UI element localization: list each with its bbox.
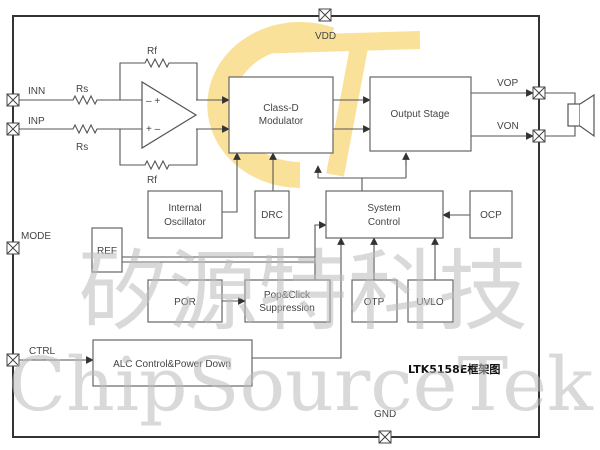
rs-top-label: Rs	[76, 84, 88, 95]
diagram-caption: LTK5158E框架图	[408, 362, 500, 376]
vdd-label: VDD	[315, 31, 336, 42]
inn-label: INN	[28, 86, 45, 97]
alc-label: ALC Control&Power Down	[113, 359, 231, 370]
pop-label-2: Suppression	[259, 303, 315, 314]
inp-label: INP	[28, 116, 45, 127]
classd-modulator-block	[228, 76, 334, 154]
pop-click-block	[244, 279, 331, 323]
ocp-label: OCP	[480, 210, 502, 221]
watermark-cn: 矽源特科技	[78, 240, 528, 343]
classd-label-1: Class-D	[263, 103, 299, 114]
signal-wires	[19, 89, 576, 364]
osc-label-2: Oscillator	[164, 217, 206, 228]
sys-label-1: System	[367, 203, 400, 214]
osc-label-1: Internal	[168, 203, 201, 214]
uvlo-block	[407, 279, 454, 323]
inn-pin	[6, 93, 20, 107]
uvlo-label: UVLO	[416, 297, 443, 308]
internal-oscillator-block	[147, 190, 223, 239]
rs-bottom-label: Rs	[76, 142, 88, 153]
input-network: – + + –	[19, 57, 198, 171]
ocp-block	[469, 190, 513, 239]
por-block	[147, 279, 223, 323]
sys-label-2: Control	[368, 217, 400, 228]
mode-pin	[6, 241, 20, 255]
system-control-block	[325, 190, 444, 239]
amplifier-triangle	[141, 80, 198, 150]
vop-label: VOP	[497, 78, 518, 89]
rf-top-label: Rf	[147, 46, 157, 57]
output-stage-label: Output Stage	[391, 109, 450, 120]
ref-block	[91, 227, 123, 273]
von-pin	[532, 129, 546, 143]
por-label: POR	[174, 297, 196, 308]
pop-label-1: Pop&Click	[264, 290, 311, 301]
otp-label: OTP	[364, 297, 385, 308]
svg-text:– +: – +	[146, 96, 160, 107]
mode-label: MODE	[21, 231, 51, 242]
gnd-label: GND	[374, 409, 396, 420]
chip-boundary	[12, 15, 540, 438]
vdd-pin	[318, 8, 332, 22]
von-label: VON	[497, 121, 519, 132]
otp-block	[351, 279, 398, 323]
rf-bottom-label: Rf	[147, 175, 157, 186]
svg-text:+ –: + –	[146, 124, 161, 135]
vop-pin	[532, 86, 546, 100]
ctrl-label: CTRL	[29, 346, 56, 357]
inp-pin	[6, 122, 20, 136]
gnd-pin	[378, 430, 392, 444]
drc-label: DRC	[261, 210, 283, 221]
output-stage-block	[369, 76, 472, 152]
ref-label: REF	[97, 246, 117, 257]
alc-block	[92, 339, 253, 387]
classd-label-2: Modulator	[259, 116, 304, 127]
speaker-icon	[567, 93, 595, 138]
logo-mark	[207, 22, 421, 188]
watermark-en: ChipSourceTek	[8, 342, 594, 428]
drc-block	[254, 190, 290, 239]
